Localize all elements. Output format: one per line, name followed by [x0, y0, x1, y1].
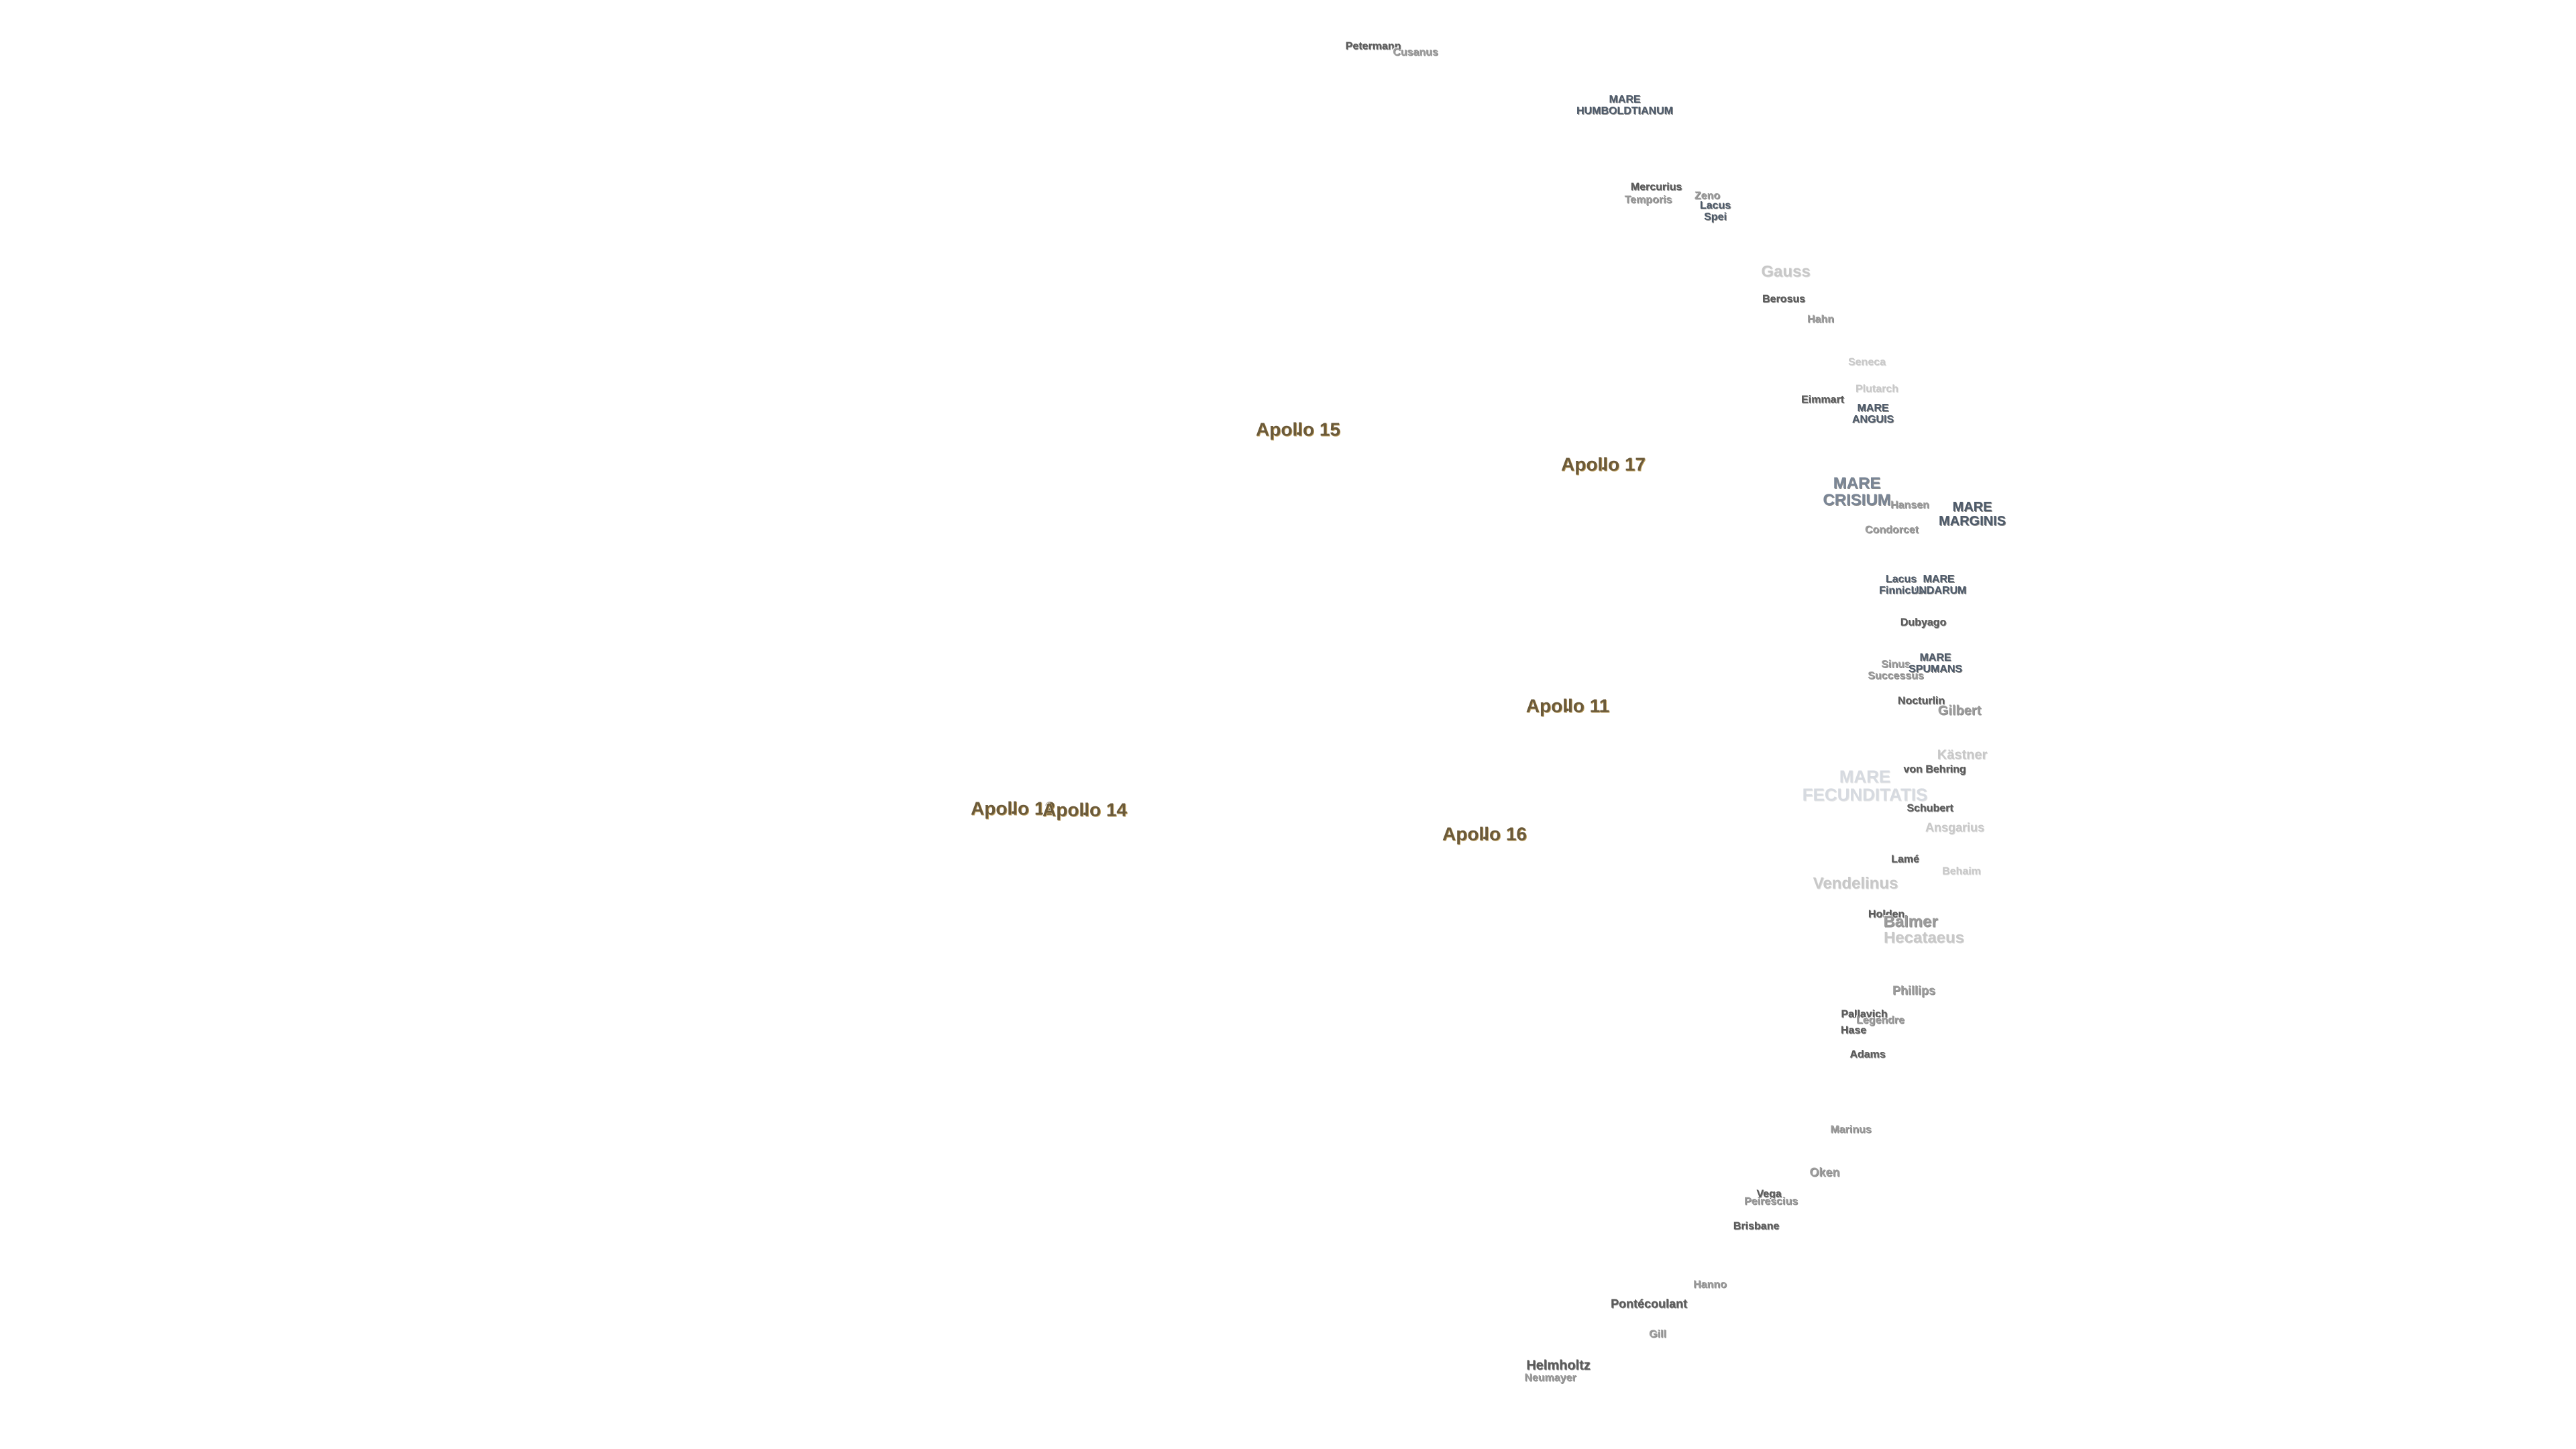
apollo-12-site[interactable]: Apollo 12	[970, 798, 1056, 819]
crater-eimmart: Eimmart	[1801, 394, 1845, 406]
crater-phillips: Phillips	[1892, 983, 1936, 998]
crater-berosus: Berosus	[1762, 293, 1806, 305]
crater-zeno: Zeno	[1694, 190, 1721, 202]
crater-schubert: Schubert	[1907, 802, 1953, 814]
mare-marginis: MARE MARGINIS	[1939, 500, 2006, 529]
lacus-spei: Lacus Spei	[1699, 200, 1731, 223]
apollo-11-site[interactable]: Apollo 11	[1525, 695, 1610, 716]
crater-helmholtz: Helmholtz	[1526, 1358, 1591, 1373]
crater-pallavich: Pallavich	[1841, 1008, 1888, 1020]
crater-hahn: Hahn	[1807, 313, 1834, 325]
crater-peirescius: Peirescius	[1743, 1195, 1799, 1208]
mare-crisium: MARE CRISIUM	[1823, 474, 1891, 509]
crater-lame: Lamé	[1891, 853, 1919, 865]
crater-pontecoulant: Pontécoulant	[1610, 1297, 1688, 1311]
mare-fecunditatis: MARE FECUNDITATIS	[1802, 766, 1928, 805]
mare-spumans: MARE SPUMANS	[1908, 652, 1962, 675]
crater-adams: Adams	[1849, 1049, 1886, 1061]
crater-gilbert: Gilbert	[1937, 703, 1982, 718]
crater-behaim: Behaim	[1942, 865, 1981, 877]
crater-dubyago: Dubyago	[1900, 616, 1947, 629]
lacus-finnicus: Lacus Finnicus	[1879, 574, 1923, 596]
crater-mercurius: Mercurius	[1630, 181, 1682, 193]
apollo-15-site[interactable]: Apollo 15	[1255, 419, 1341, 440]
apollo-16-site[interactable]: Apollo 16	[1442, 823, 1527, 845]
crater-petermann: Petermann	[1345, 40, 1401, 52]
crater-hecataeus: Hecataeus	[1883, 928, 1965, 947]
crater-plutarch: Plutarch	[1855, 383, 1899, 395]
crater-von-behring: von Behring	[1903, 763, 1966, 775]
mare-undarum: MARE UNDARUM	[1911, 574, 1967, 596]
crater-brisbane: Brisbane	[1733, 1220, 1780, 1232]
crater-gill: Gill	[1649, 1328, 1666, 1340]
apollo-14-site[interactable]: Apollo 14	[1042, 799, 1128, 820]
crater-holden: Holden	[1868, 908, 1905, 920]
crater-gauss: Gauss	[1761, 262, 1811, 281]
crater-nocturlin: Nocturlin	[1897, 695, 1945, 707]
crater-condorcet: Condorcet	[1865, 524, 1919, 536]
mare-anguis: MARE ANGUIS	[1851, 402, 1894, 425]
crater-temporis: Temporis	[1624, 194, 1672, 206]
crater-vendelinus: Vendelinus	[1813, 874, 1898, 893]
crater-ansgarius: Ansgarius	[1925, 820, 1985, 835]
crater-vega: Vega	[1756, 1188, 1782, 1200]
crater-seneca: Seneca	[1847, 356, 1886, 368]
sinus-successus: Sinus Successus	[1868, 659, 1924, 682]
crater-neumayer: Neumayer	[1524, 1372, 1576, 1384]
crater-hanno: Hanno	[1693, 1279, 1727, 1291]
crater-balmer: Balmer	[1883, 912, 1938, 931]
mare-humboldtianum: MARE HUMBOLDTIANUM	[1576, 94, 1673, 117]
crater-hase: Hase	[1840, 1024, 1867, 1036]
crater-cusanus: Cusanus	[1393, 46, 1438, 58]
apollo-17-site[interactable]: Apollo 17	[1560, 453, 1646, 475]
crater-marinus: Marinus	[1830, 1124, 1872, 1136]
crater-hansen: Hansen	[1890, 499, 1929, 511]
crater-oken: Oken	[1809, 1165, 1840, 1179]
crater-kastner: Kästner	[1937, 747, 1988, 763]
crater-legendre: Legendre	[1856, 1014, 1905, 1026]
